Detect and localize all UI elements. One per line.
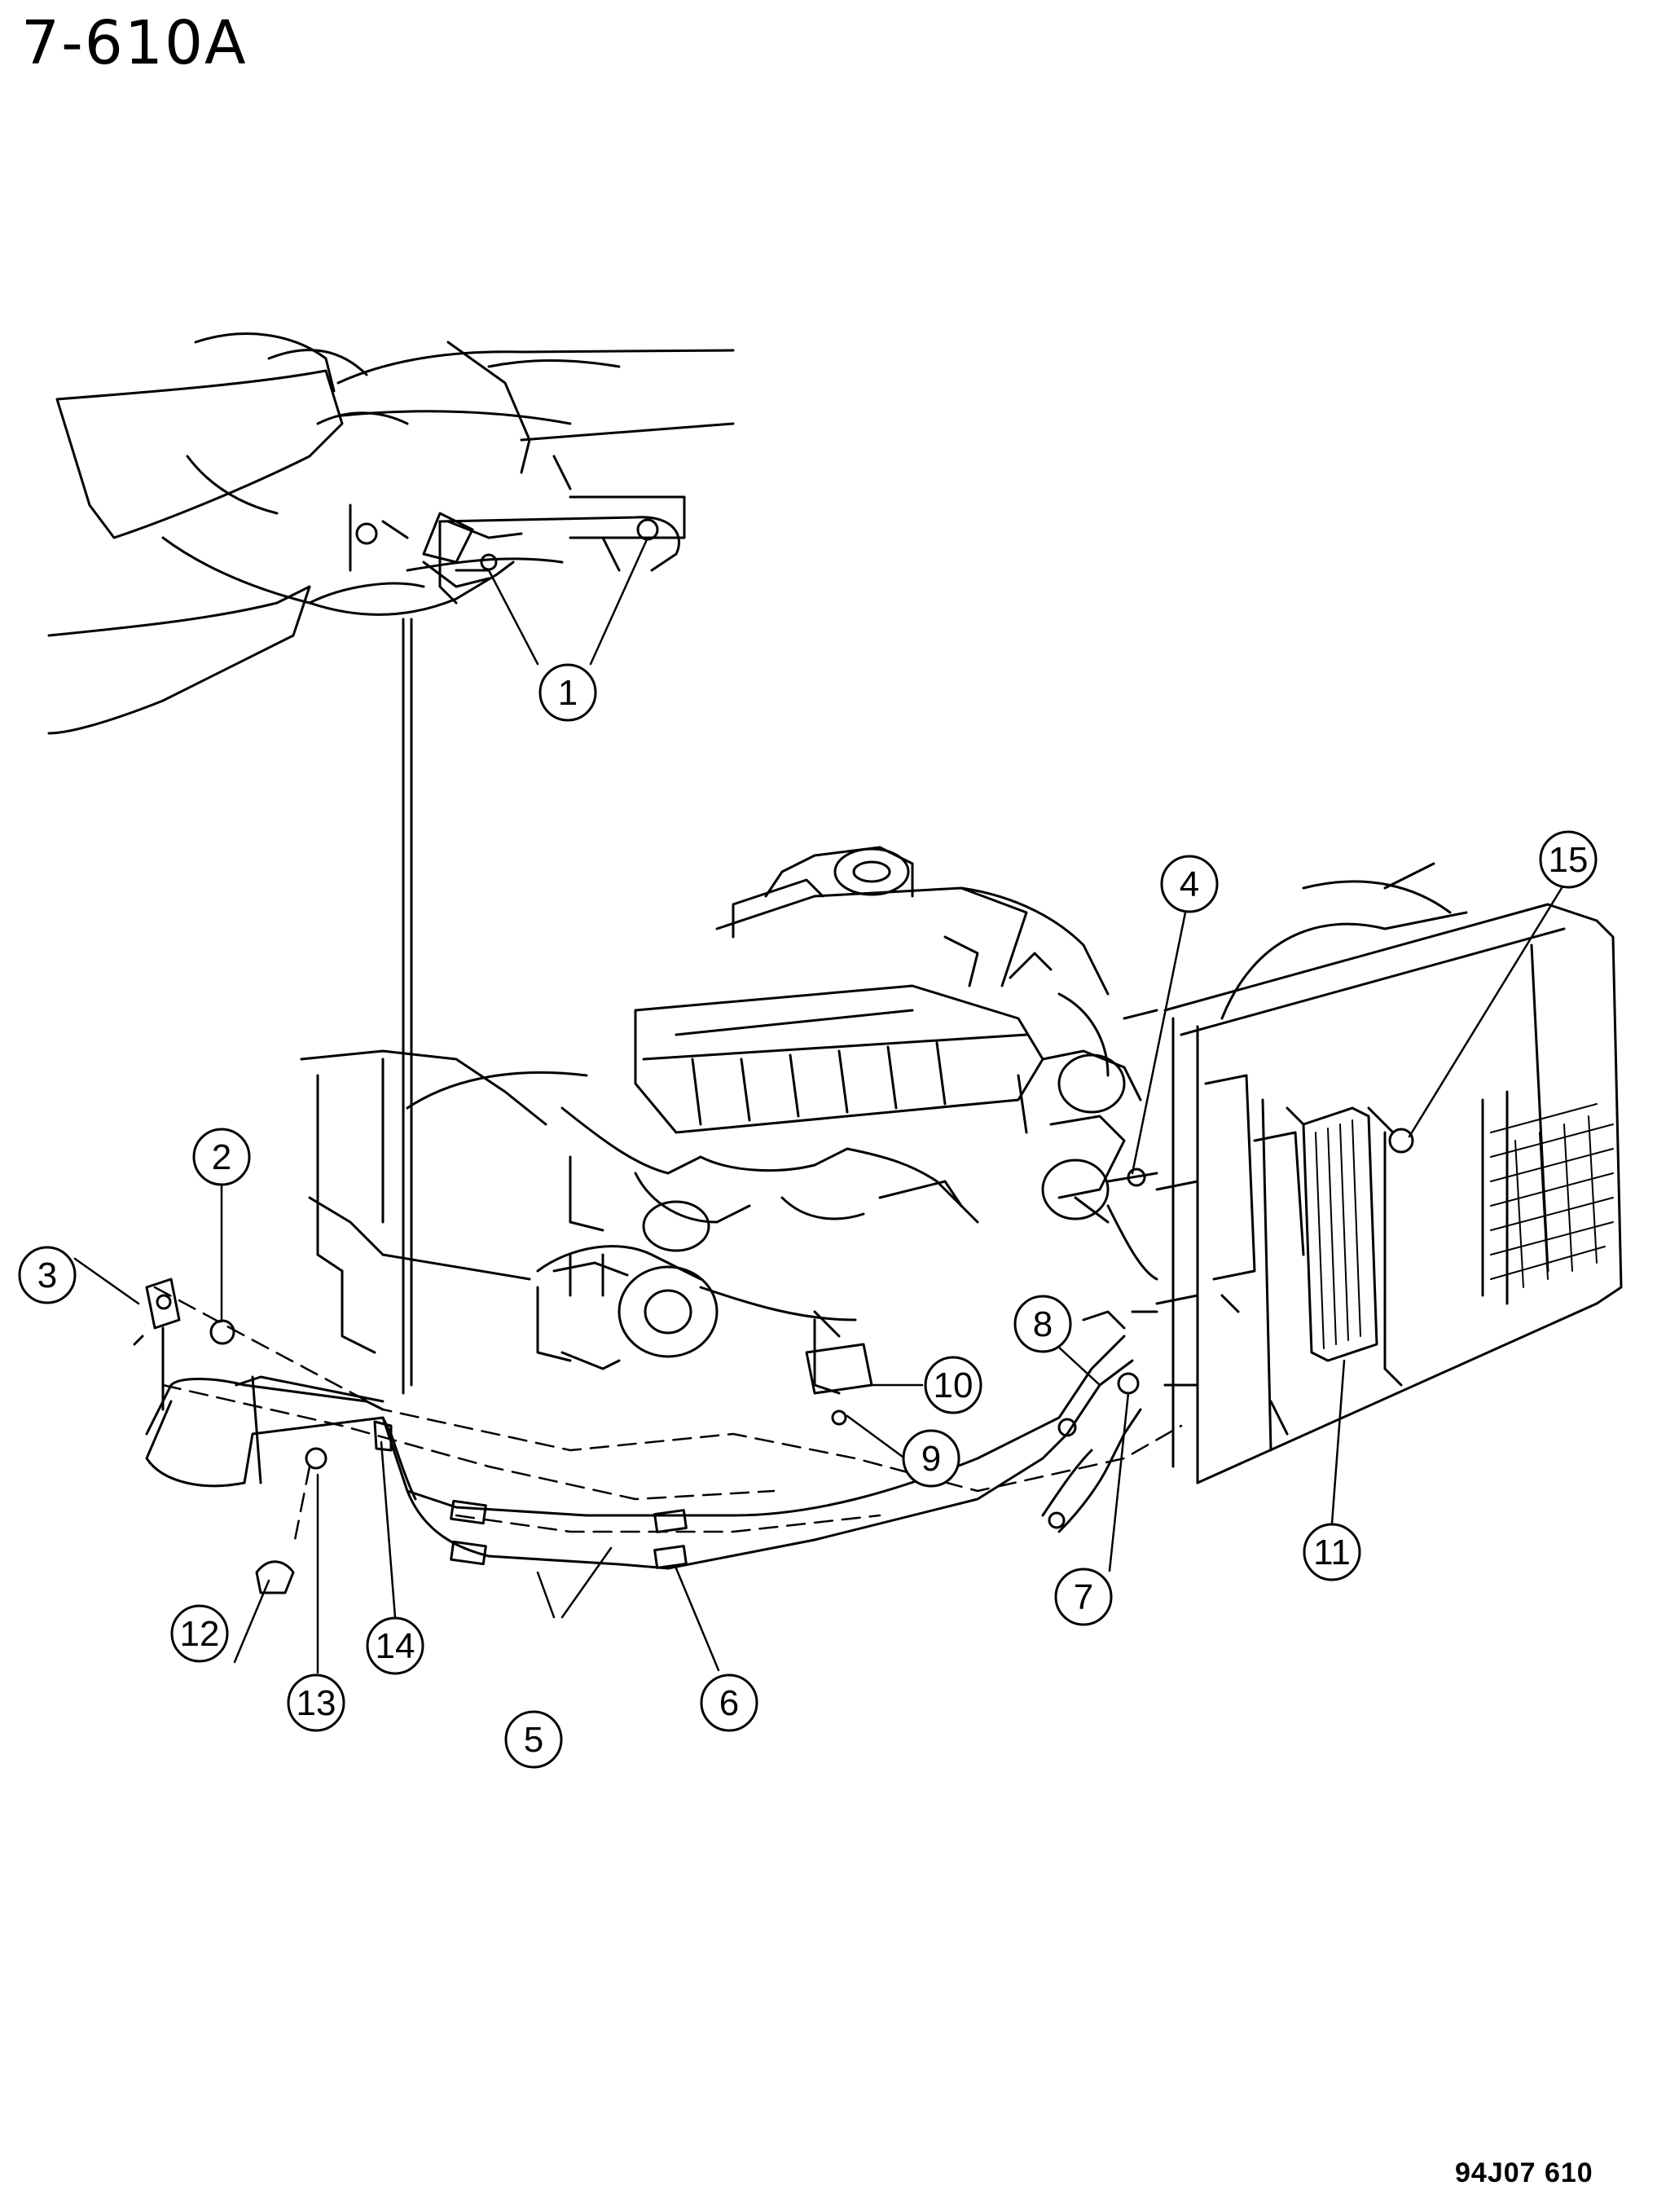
callout-6: 6 bbox=[700, 1673, 758, 1732]
callout-14: 14 bbox=[366, 1616, 424, 1675]
callout-7-circle bbox=[1054, 1568, 1113, 1626]
figure-code: 94J07 610 bbox=[1455, 2157, 1593, 2188]
callout-6-label: 6 bbox=[719, 1683, 739, 1723]
callout-10-circle bbox=[924, 1356, 982, 1414]
callout-1-circle bbox=[538, 663, 597, 722]
frame-reference-lines bbox=[153, 1286, 1183, 1550]
callout-10: 10 bbox=[924, 1356, 982, 1414]
transmission-illustration bbox=[47, 332, 735, 735]
callout-4: 4 bbox=[1160, 855, 1219, 913]
callout-8: 8 bbox=[1013, 1295, 1072, 1353]
callout-5: 5 bbox=[504, 1710, 563, 1769]
callout-12: 12 bbox=[170, 1604, 229, 1663]
callout-15: 15 bbox=[1539, 830, 1598, 889]
callout-2-circle bbox=[192, 1128, 251, 1186]
radiator-assembly bbox=[1082, 862, 1623, 1484]
callout-9-circle bbox=[902, 1429, 960, 1488]
callout-7-label: 7 bbox=[1074, 1577, 1093, 1617]
callout-8-label: 8 bbox=[1033, 1304, 1053, 1344]
callout-14-label: 14 bbox=[376, 1626, 415, 1666]
callout-10-label: 10 bbox=[934, 1365, 974, 1405]
callout-8-circle bbox=[1013, 1295, 1072, 1353]
callout-3-circle bbox=[18, 1246, 77, 1304]
page-code: 7-610A bbox=[21, 8, 248, 78]
callout-5-circle bbox=[504, 1710, 563, 1769]
leader-lines bbox=[73, 536, 1566, 1674]
callout-9-label: 9 bbox=[921, 1439, 941, 1479]
callout-1: 1 bbox=[538, 663, 597, 722]
callout-15-circle bbox=[1539, 830, 1598, 889]
callout-3: 3 bbox=[18, 1246, 77, 1304]
callout-4-circle bbox=[1160, 855, 1219, 913]
transmission-cooler-lines bbox=[308, 516, 680, 1395]
cooler-lines bbox=[133, 1278, 1142, 1594]
callout-11-circle bbox=[1303, 1523, 1361, 1581]
callout-11: 11 bbox=[1303, 1523, 1361, 1581]
callout-2-label: 2 bbox=[212, 1137, 231, 1177]
callout-1-label: 1 bbox=[558, 673, 578, 713]
callout-4-label: 4 bbox=[1180, 864, 1199, 904]
callout-13-circle bbox=[287, 1673, 345, 1732]
callout-7: 7 bbox=[1054, 1568, 1113, 1626]
callout-5-label: 5 bbox=[524, 1720, 543, 1760]
callout-11-label: 11 bbox=[1313, 1533, 1351, 1572]
callout-3-label: 3 bbox=[37, 1256, 57, 1295]
callout-13: 13 bbox=[287, 1673, 345, 1732]
callout-13-label: 13 bbox=[297, 1683, 336, 1723]
engine-illustration bbox=[300, 846, 1158, 1395]
callout-6-circle bbox=[700, 1673, 758, 1732]
callout-15-label: 15 bbox=[1549, 840, 1589, 880]
callout-9: 9 bbox=[902, 1429, 960, 1488]
callout-12-circle bbox=[170, 1604, 229, 1663]
callout-14-circle bbox=[366, 1616, 424, 1675]
callout-2: 2 bbox=[192, 1128, 251, 1186]
callout-12-label: 12 bbox=[180, 1614, 220, 1654]
